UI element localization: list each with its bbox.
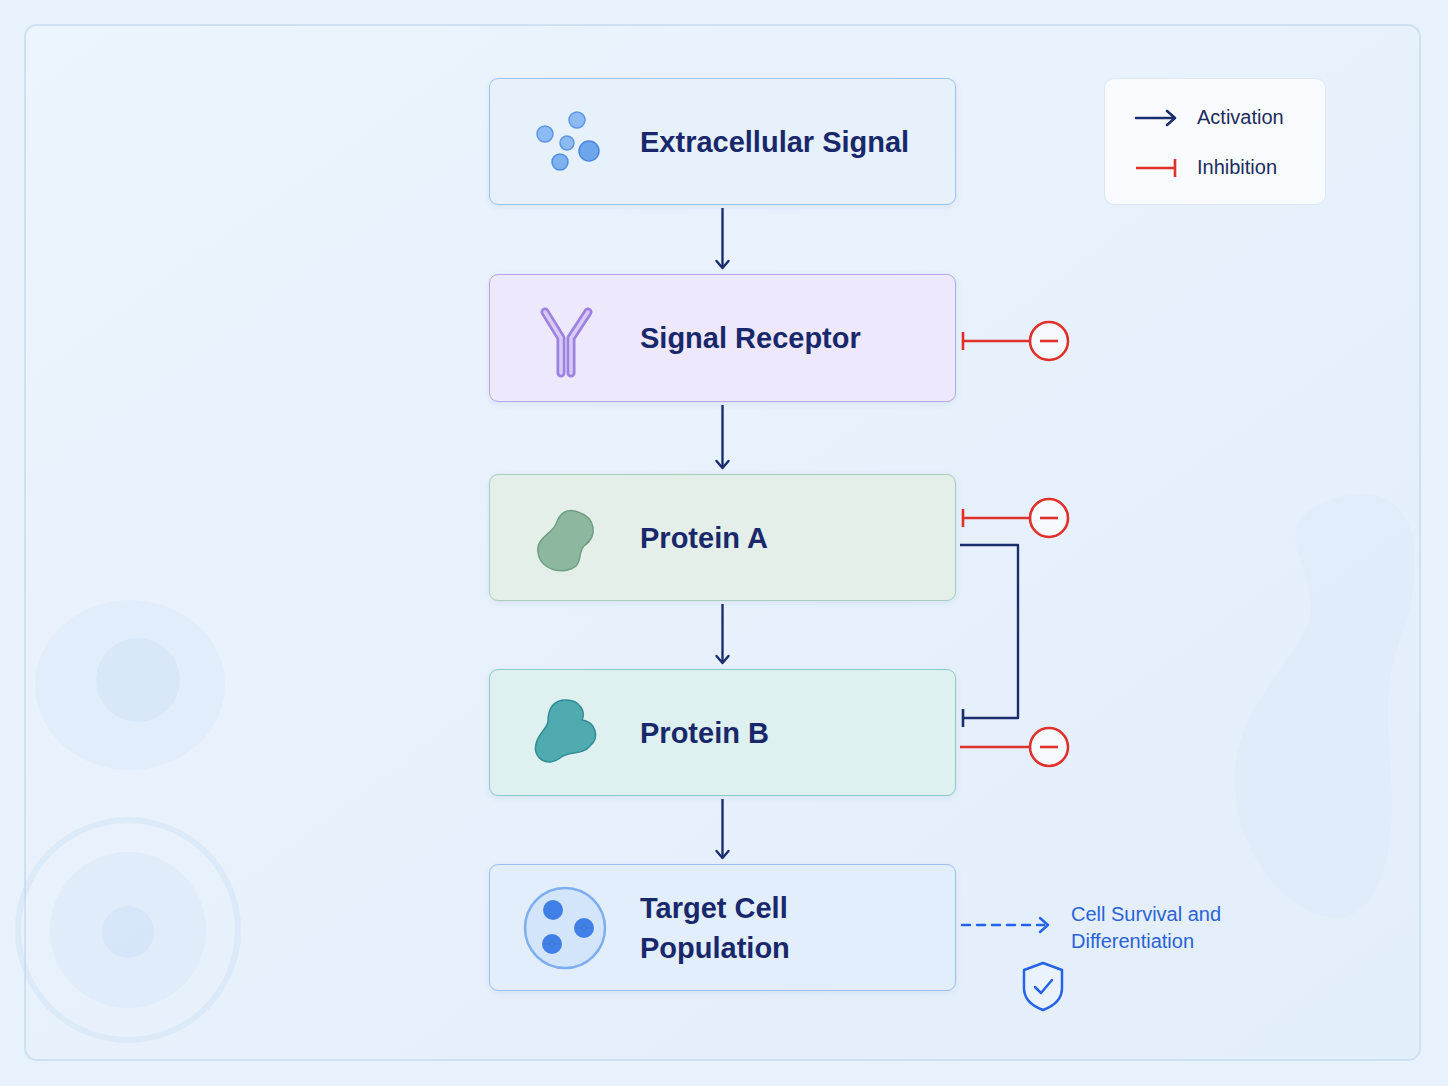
inhibitor-circle bbox=[1030, 728, 1068, 766]
inhibition-sample bbox=[1136, 159, 1175, 177]
node-text-group: Protein B bbox=[490, 713, 769, 753]
inhibitor-line bbox=[963, 332, 1030, 350]
minus-sign bbox=[1040, 340, 1058, 343]
minus-sign bbox=[1040, 517, 1058, 520]
ligand-dot bbox=[560, 136, 574, 150]
protein-a-icon bbox=[538, 511, 593, 571]
inhibitor-symbol bbox=[963, 322, 1068, 360]
decor-nucleus bbox=[96, 638, 180, 722]
activation-arrow bbox=[721, 604, 723, 663]
cell-organelle bbox=[543, 900, 563, 920]
legend-box: ActivationInhibition bbox=[1104, 78, 1326, 205]
arrow-head bbox=[1040, 918, 1048, 932]
inhibitor-symbol bbox=[963, 499, 1068, 537]
decor-nucleus bbox=[102, 906, 154, 958]
ligand-dot bbox=[579, 141, 599, 161]
ligand-dot bbox=[537, 126, 553, 142]
activation-arrow bbox=[721, 405, 723, 468]
protein-box: Protein A bbox=[489, 474, 956, 601]
inhibitor-circle bbox=[1030, 499, 1068, 537]
receptor-box: Signal Receptor bbox=[489, 274, 956, 402]
decor-cell bbox=[18, 820, 238, 1040]
receptor-highlight bbox=[545, 312, 588, 373]
minus-sign bbox=[1040, 746, 1058, 749]
inhibitor-line bbox=[960, 746, 1030, 749]
node-text-group: Protein A bbox=[490, 518, 768, 558]
legend-entry: Inhibition bbox=[1105, 154, 1327, 182]
edge-layer bbox=[723, 208, 1019, 858]
dashed-line bbox=[962, 924, 1044, 927]
decor-cell bbox=[1235, 494, 1416, 918]
cell-organelle bbox=[574, 918, 594, 938]
ligand-dot bbox=[552, 154, 568, 170]
receptor-icon bbox=[545, 312, 588, 373]
protein-box: Protein B bbox=[489, 669, 956, 796]
node-label: Extracellular Signal bbox=[640, 122, 909, 162]
receptor-outline bbox=[545, 312, 588, 373]
cell-organelle bbox=[542, 934, 562, 954]
protein-b-icon bbox=[535, 700, 595, 762]
cell-membrane bbox=[525, 888, 605, 968]
legend-text: Activation bbox=[1197, 106, 1284, 129]
node-label: Protein A bbox=[640, 518, 768, 558]
decor-cell bbox=[35, 600, 225, 770]
node-label: Target Cell Population bbox=[640, 888, 825, 968]
ligand-icon bbox=[537, 112, 599, 170]
legend-text: Inhibition bbox=[1197, 156, 1277, 179]
ligand-dot bbox=[569, 112, 585, 128]
node-label: Signal Receptor bbox=[640, 318, 861, 358]
node-text-group: Extracellular Signal bbox=[490, 122, 909, 162]
decor-cell bbox=[50, 852, 206, 1008]
shield-outline bbox=[1024, 963, 1062, 1010]
legend-sample bbox=[1133, 104, 1183, 132]
activation-sample bbox=[1136, 111, 1175, 125]
activation-arrow bbox=[721, 799, 723, 858]
node-text-group: Target Cell Population bbox=[490, 888, 825, 968]
cell-icon bbox=[525, 888, 605, 968]
node-text-group: Signal Receptor bbox=[490, 318, 861, 358]
outcome-arrow bbox=[962, 918, 1048, 932]
node-label: Protein B bbox=[640, 713, 769, 753]
inhibitor-symbol bbox=[960, 728, 1068, 766]
outcome-label: Cell Survival and Differentiation bbox=[1071, 901, 1261, 955]
inhibitor-circle bbox=[1030, 322, 1068, 360]
target-box: Target Cell Population bbox=[489, 864, 956, 991]
activation-arrow bbox=[721, 208, 723, 268]
shield-icon bbox=[1024, 963, 1062, 1010]
check-mark bbox=[1035, 980, 1052, 993]
legend-sample bbox=[1133, 154, 1183, 182]
inhibition-bracket bbox=[960, 545, 1018, 718]
inhibitor-line bbox=[963, 509, 1030, 527]
signal-box: Extracellular Signal bbox=[489, 78, 956, 205]
legend-entry: Activation bbox=[1105, 104, 1327, 132]
